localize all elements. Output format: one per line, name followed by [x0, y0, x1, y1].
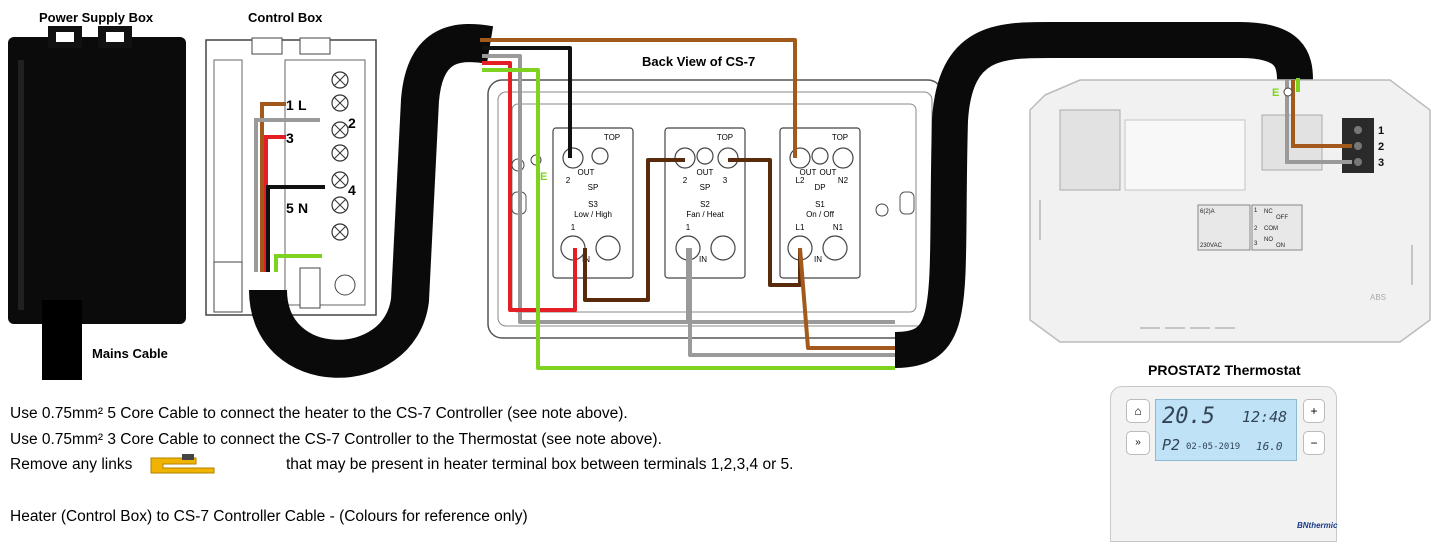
s3-func: Low / High [574, 210, 612, 219]
s3-term-2: 2 [566, 176, 571, 185]
s1-out-right: OUT [820, 168, 837, 177]
s1-in: IN [814, 255, 822, 264]
s1-term-n2: N2 [838, 176, 849, 185]
s1-pole: DP [814, 183, 825, 192]
wiring-diagram: Mains Cable 1 L 2 3 4 5 [8, 22, 1431, 380]
lcd-temperature: 20.5 [1162, 404, 1215, 429]
relay-terminal-3: 3 [1254, 241, 1258, 247]
terminal-n-label: N [298, 200, 308, 216]
com-label: COM [1264, 226, 1278, 232]
lcd-setpoint: 16.0 [1256, 440, 1283, 453]
thermo-terminal-2: 2 [1378, 141, 1384, 153]
brand-logo: BNthermic [1297, 521, 1338, 530]
thermostat-device: ⌂ » + − 20.5 12:48 P2 02-05-2019 16.0 BN… [1110, 386, 1337, 542]
on-label: ON [1276, 243, 1285, 249]
lcd-time: 12:48 [1242, 408, 1288, 426]
lcd-date: 02-05-2019 [1186, 442, 1241, 452]
terminal-5-label: 5 [286, 200, 294, 216]
s1-name: S1 [815, 200, 825, 209]
voltage-label: 230VAC [1200, 243, 1223, 249]
s1-term-n1: N1 [833, 223, 844, 232]
note-line-3-end: that may be present in heater terminal b… [286, 456, 794, 473]
power-supply-box [8, 26, 186, 380]
s3-name: S3 [588, 200, 598, 209]
terminal-2-label: 2 [348, 115, 356, 131]
earth-symbol-icon [1283, 87, 1293, 97]
s1-func: On / Off [806, 210, 835, 219]
back-view-title: Back View of CS-7 [642, 54, 755, 69]
minus-button[interactable]: − [1303, 431, 1325, 455]
s1-top: TOP [832, 133, 848, 142]
note-line-4: Heater (Control Box) to CS-7 Controller … [10, 508, 528, 525]
lcd-program: P2 [1162, 436, 1181, 454]
abs-label: ABS [1370, 293, 1386, 302]
s2-term-1: 1 [686, 223, 691, 232]
note-line-1: Use 0.75mm² 5 Core Cable to connect the … [10, 405, 628, 422]
no-label: NO [1264, 237, 1273, 243]
nc-label: NC [1264, 209, 1273, 215]
terminal-3-label: 3 [286, 130, 294, 146]
mains-cable-label: Mains Cable [92, 346, 168, 361]
s2-term-3: 3 [723, 176, 728, 185]
power-supply-box-title: Power Supply Box [39, 10, 154, 25]
relay-terminal-2: 2 [1254, 226, 1258, 232]
plus-button[interactable]: + [1303, 399, 1325, 423]
terminal-4-label: 4 [348, 182, 356, 198]
s3-pole: SP [588, 183, 599, 192]
fast-forward-icon[interactable]: » [1126, 431, 1150, 455]
lcd-display: 20.5 12:48 P2 02-05-2019 16.0 [1155, 399, 1297, 461]
s3-term-1: 1 [571, 223, 576, 232]
s1-term-l1: L1 [796, 223, 805, 232]
control-box [205, 37, 377, 316]
cs7-earth-label: E [540, 171, 547, 183]
control-box-title: Control Box [248, 10, 323, 25]
s2-term-2: 2 [683, 176, 688, 185]
thermostat-earth-label: E [1272, 87, 1279, 99]
thermostat-base [1029, 79, 1431, 343]
thermo-terminal-1: 1 [1378, 125, 1384, 137]
s2-name: S2 [700, 200, 710, 209]
link-icon [148, 453, 218, 475]
thermostat-title: PROSTAT2 Thermostat [1148, 362, 1301, 378]
off-label: OFF [1276, 215, 1288, 221]
s2-pole: SP [700, 183, 711, 192]
s2-func: Fan / Heat [686, 210, 724, 219]
s1-term-l2: L2 [796, 176, 805, 185]
relay-terminal-1: 1 [1254, 208, 1258, 214]
terminal-1-label: 1 [286, 97, 294, 113]
thermostat-cable [894, 22, 1313, 368]
s3-out: OUT [578, 168, 595, 177]
thermo-terminal-3: 3 [1378, 157, 1384, 169]
s2-in: IN [699, 255, 707, 264]
note-line-3-start: Remove any links [10, 456, 133, 473]
s3-top: TOP [604, 133, 620, 142]
s2-out: OUT [697, 168, 714, 177]
s1-out-left: OUT [800, 168, 817, 177]
rating-label: 6(2)A [1200, 209, 1215, 215]
home-icon[interactable]: ⌂ [1126, 399, 1150, 423]
note-line-2: Use 0.75mm² 3 Core Cable to connect the … [10, 431, 662, 448]
s2-top: TOP [717, 133, 733, 142]
heater-cable [249, 24, 494, 378]
terminal-l-label: L [298, 97, 307, 113]
